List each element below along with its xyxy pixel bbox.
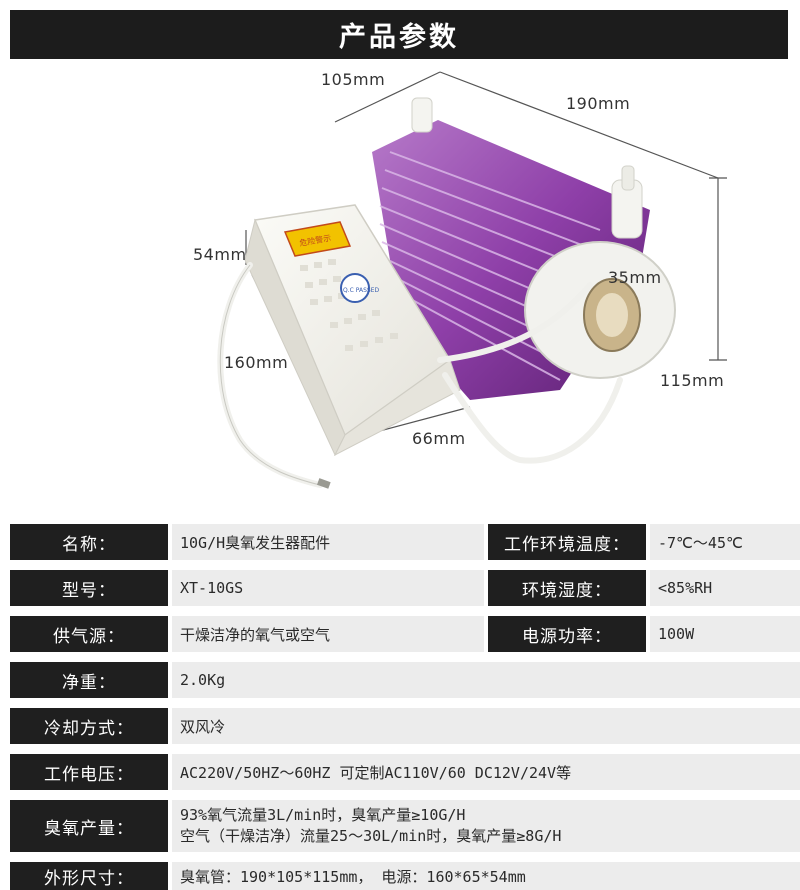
tube-end-cap bbox=[411, 97, 676, 379]
dim-height-left: 54mm bbox=[193, 245, 247, 264]
spec-row-weight: 净重： 2.0Kg bbox=[10, 662, 800, 698]
dim-width-top: 105mm bbox=[321, 70, 386, 89]
spec-label-secondary: 环境湿度： bbox=[488, 570, 646, 606]
dim-length-top: 190mm bbox=[566, 94, 631, 113]
spec-label: 工作电压： bbox=[10, 754, 168, 790]
spec-label: 供气源： bbox=[10, 616, 168, 652]
spec-value: 双风冷 bbox=[172, 708, 800, 744]
spec-row-voltage: 工作电压： AC220V/50HZ～60HZ 可定制AC110V/60 DC12… bbox=[10, 754, 800, 790]
spec-row-gas-source: 供气源： 干燥洁净的氧气或空气 电源功率： 100W bbox=[10, 616, 800, 652]
dim-width-bottom: 66mm bbox=[412, 429, 466, 448]
dim-height-right: 115mm bbox=[660, 371, 725, 390]
power-supply-box: 危险警示 Q.C PASSED bbox=[244, 204, 461, 457]
dim-length-left: 160mm bbox=[224, 353, 289, 372]
spec-label: 冷却方式： bbox=[10, 708, 168, 744]
spec-row-dimensions: 外形尺寸： 臭氧管：190*105*115mm， 电源：160*65*54mm bbox=[10, 862, 800, 890]
spec-value: 10G/H臭氧发生器配件 bbox=[172, 524, 484, 560]
spec-value-secondary: 100W bbox=[650, 616, 800, 652]
dim-tube-diameter: 35mm bbox=[608, 268, 662, 287]
spec-value: 93%氧气流量3L/min时，臭氧产量≥10G/H 空气（干燥洁净）流量25～3… bbox=[172, 800, 800, 852]
page-title: 产品参数 bbox=[10, 10, 788, 59]
spec-value: 臭氧管：190*105*115mm， 电源：160*65*54mm bbox=[172, 862, 800, 890]
spec-value: AC220V/50HZ～60HZ 可定制AC110V/60 DC12V/24V等 bbox=[172, 754, 800, 790]
spec-label: 净重： bbox=[10, 662, 168, 698]
spec-value-line-2: 空气（干燥洁净）流量25～30L/min时，臭氧产量≥8G/H bbox=[180, 827, 562, 845]
spec-row-name: 名称： 10G/H臭氧发生器配件 工作环境温度： -7℃～45℃ bbox=[10, 524, 800, 560]
qc-seal: Q.C PASSED bbox=[343, 287, 379, 294]
spec-value: 2.0Kg bbox=[172, 662, 800, 698]
cable-plug bbox=[316, 478, 331, 489]
spec-label-secondary: 电源功率： bbox=[488, 616, 646, 652]
spec-label: 臭氧产量： bbox=[10, 800, 168, 852]
spec-value: 干燥洁净的氧气或空气 bbox=[172, 616, 484, 652]
spec-label-secondary: 工作环境温度： bbox=[488, 524, 646, 560]
cable-outline bbox=[219, 264, 321, 486]
spec-row-cooling: 冷却方式： 双风冷 bbox=[10, 708, 800, 744]
spec-value-secondary: <85%RH bbox=[650, 570, 800, 606]
product-photo: 危险警示 Q.C PASSED 105mm 190mm 54mm 35mm 16… bbox=[0, 60, 800, 515]
spec-label: 型号： bbox=[10, 570, 168, 606]
spec-value-secondary: -7℃～45℃ bbox=[650, 524, 800, 560]
spec-row-ozone-output: 臭氧产量： 93%氧气流量3L/min时，臭氧产量≥10G/H 空气（干燥洁净）… bbox=[10, 800, 800, 852]
product-illustration: 危险警示 Q.C PASSED bbox=[217, 71, 727, 489]
spec-row-model: 型号： XT-10GS 环境湿度： <85%RH bbox=[10, 570, 800, 606]
spec-label: 外形尺寸： bbox=[10, 862, 168, 890]
spec-value-line-1: 93%氧气流量3L/min时，臭氧产量≥10G/H bbox=[180, 806, 466, 824]
spec-label: 名称： bbox=[10, 524, 168, 560]
spec-value: XT-10GS bbox=[172, 570, 484, 606]
